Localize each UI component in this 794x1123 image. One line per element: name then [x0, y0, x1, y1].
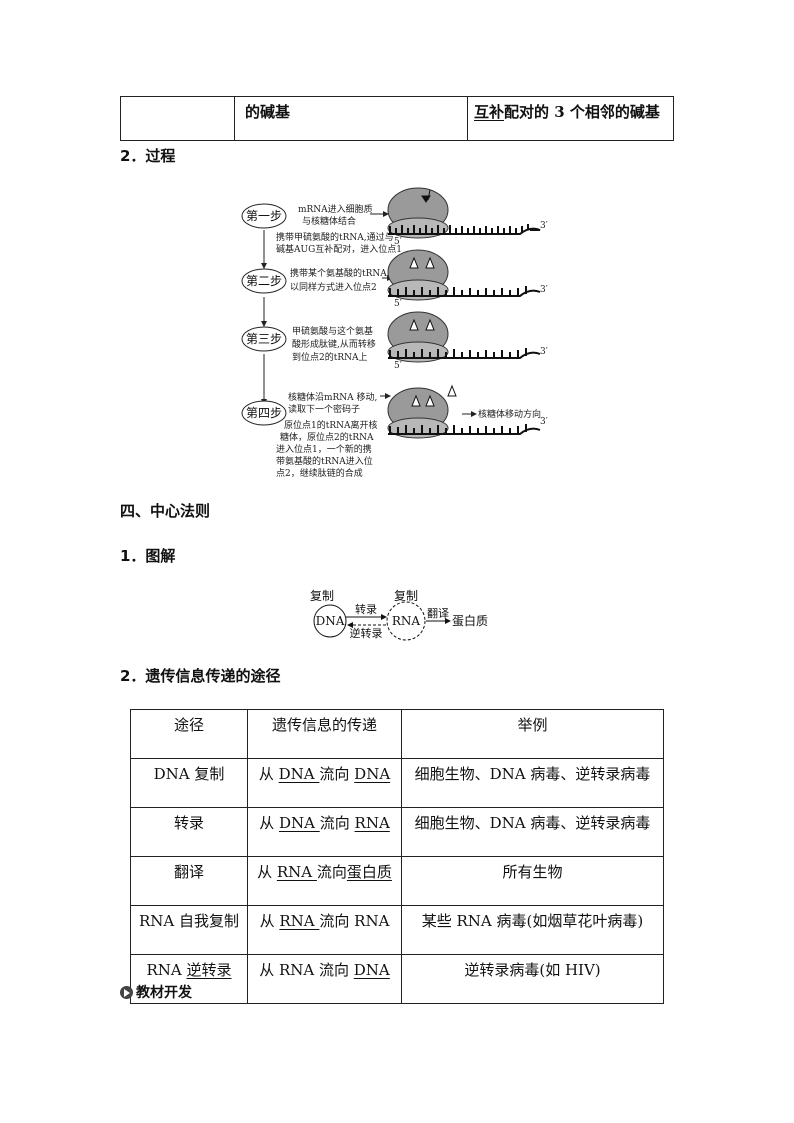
svg-text:3′: 3′: [540, 347, 548, 357]
top-table-cell-3: 互补配对的 3 个相邻的碱基: [467, 96, 674, 141]
step-2-text-2: 以同样方式进入位点2: [290, 281, 377, 293]
step-4-extra-3: 进入位点1，一个新的携: [276, 443, 372, 455]
footer-tag: 教材开发: [120, 982, 192, 1002]
svg-text:3′: 3′: [540, 221, 548, 231]
svg-text:5′: 5′: [394, 361, 402, 371]
step-3-text-1: 甲硫氨酸与这个氨基: [292, 325, 373, 337]
top-table-cell-2: 的碱基: [234, 96, 468, 141]
cell-path: 转录: [130, 807, 248, 857]
cell-example: 逆转录病毒(如 HIV): [401, 954, 664, 1004]
svg-text:5′: 5′: [394, 237, 402, 247]
step-4-extra-2: 糖体，原位点2的tRNA: [280, 431, 374, 443]
ribosome-stage-3: 5′ 3′: [387, 311, 548, 371]
svg-text:第三步: 第三步: [246, 332, 282, 346]
cell-transfer: 从 RNA 流向 DNA: [247, 954, 402, 1004]
table-row: 翻译从 RNA 流向蛋白质所有生物: [130, 856, 664, 906]
ribosome-stage-1: 5′ 3′: [387, 187, 548, 247]
step-3-node: 第三步: [241, 326, 287, 352]
top-table: 的碱基 互补配对的 3 个相邻的碱基: [120, 96, 674, 141]
step-4-extra-1: 原位点1的tRNA离开核: [284, 419, 378, 431]
cell-transfer: 从 DNA 流向 RNA: [247, 807, 402, 857]
section-four-heading: 四、中心法则: [120, 502, 211, 520]
cell-transfer: 从 RNA 流向 RNA: [247, 905, 402, 955]
cell-path: 翻译: [130, 856, 248, 906]
section-process-heading: 2．过程: [120, 147, 176, 165]
label-fuzhi-2: 复制: [394, 589, 418, 603]
cell-example: 所有生物: [401, 856, 664, 906]
header-example: 举例: [401, 709, 664, 759]
svg-text:第四步: 第四步: [246, 406, 282, 420]
step-4-extra-4: 带氨基酸的tRNA进入位: [276, 455, 373, 467]
step-2-node: 第二步: [241, 268, 287, 294]
svg-text:第一步: 第一步: [246, 209, 282, 223]
section-path-heading: 2．遗传信息传递的途径: [120, 667, 281, 685]
cell-path: RNA 自我复制: [130, 905, 248, 955]
cell-path: RNA 逆转录: [130, 954, 248, 1004]
cell-example: 某些 RNA 病毒(如烟草花叶病毒): [401, 905, 664, 955]
cell-transfer: 从 RNA 流向蛋白质: [247, 856, 402, 906]
ribosome-stage-4: 核糖体移动方向 3′: [387, 384, 548, 439]
label-dna: DNA: [316, 614, 345, 628]
footer-label: 教材开发: [136, 985, 192, 1001]
step-1-text-1: mRNA进入细胞质: [298, 203, 373, 215]
rna-circle: [386, 601, 426, 641]
svg-text:3′: 3′: [540, 417, 548, 427]
cell-path: DNA 复制: [130, 758, 248, 808]
between-text-2: 碱基AUG互补配对，进入位点1: [276, 243, 402, 255]
label-protein: 蛋白质: [452, 613, 488, 628]
ribosome-direction-label: 核糖体移动方向: [478, 408, 541, 420]
step-4-node: 第四步: [241, 400, 287, 426]
label-fanyi: 翻译: [427, 606, 449, 620]
between-text-1: 携带甲硫氨酸的tRNA,通过与: [276, 231, 394, 243]
step-3-text-2: 酸形成肽键,从而转移: [292, 338, 376, 350]
step-4-extra-5: 点2，继续肽链的合成: [276, 467, 363, 479]
label-fuzhi-1: 复制: [310, 589, 334, 603]
header-path: 途径: [130, 709, 248, 759]
translation-process-diagram: 第一步 第二步 第三步 第四步 mRNA进入细胞质 与核糖体结合 携带甲硫氨酸的…: [241, 187, 548, 479]
cell-transfer: 从 DNA 流向 DNA: [247, 758, 402, 808]
central-dogma-diagram: 复制 复制 DNA RNA 转录 逆转录 翻译 蛋白质: [310, 589, 488, 641]
play-icon: [120, 985, 133, 999]
svg-text:3′: 3′: [540, 285, 548, 295]
step-1-node: 第一步: [241, 203, 287, 229]
label-nizhuanlu: 逆转录: [350, 626, 383, 640]
top-table-cell-1: [120, 96, 235, 141]
step-2-text-1: 携带某个氨基酸的tRNA: [290, 267, 387, 279]
label-zhuanlu: 转录: [355, 602, 377, 616]
header-transfer: 遗传信息的传递: [247, 709, 402, 759]
svg-text:第二步: 第二步: [246, 274, 282, 288]
step-4-text-2: 读取下一个密码子: [288, 403, 360, 415]
step-1-text-2: 与核糖体结合: [302, 215, 356, 227]
cell-example: 细胞生物、DNA 病毒、逆转录病毒: [401, 807, 664, 857]
cell-example: 细胞生物、DNA 病毒、逆转录病毒: [401, 758, 664, 808]
section-tujie-heading: 1．图解: [120, 547, 176, 565]
label-rna: RNA: [392, 614, 421, 628]
step-3-text-3: 到位点2的tRNA上: [292, 351, 368, 363]
svg-text:5′: 5′: [394, 299, 402, 309]
step-4-text-1: 核糖体沿mRNA 移动,: [288, 391, 377, 403]
dna-circle: [313, 604, 347, 638]
ribosome-stage-2: 5′ 3′: [387, 249, 548, 309]
